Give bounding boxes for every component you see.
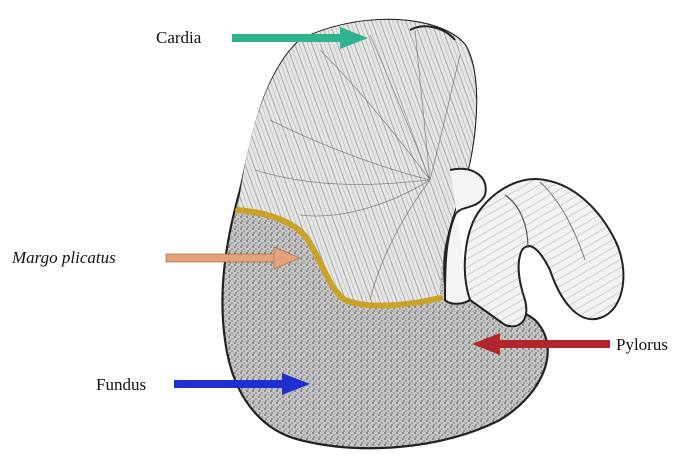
cardia-label: Cardia: [156, 28, 201, 48]
pylorus-label: Pylorus: [616, 335, 668, 355]
duodenum: [465, 179, 624, 326]
margo-plicatus-label: Margo plicatus: [12, 248, 116, 268]
fundus-label: Fundus: [96, 375, 146, 395]
